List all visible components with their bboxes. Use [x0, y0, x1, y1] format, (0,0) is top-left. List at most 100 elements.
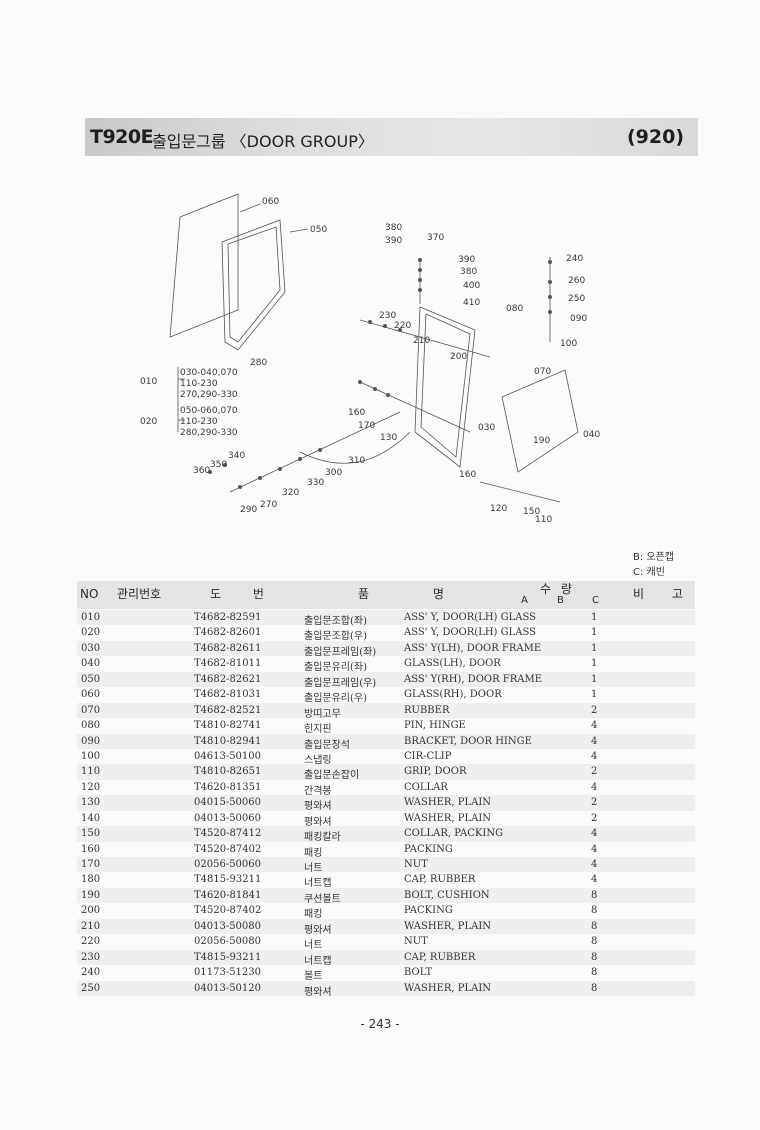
door-frame-left	[221, 219, 286, 351]
quantity: 4	[591, 781, 598, 793]
callout: 030	[478, 423, 495, 433]
part-name-en: GRIP, DOOR	[404, 766, 467, 778]
callout: 370	[427, 233, 444, 243]
callout: 190	[533, 436, 550, 446]
part-no: 230	[81, 951, 101, 963]
callout: 090	[570, 314, 587, 324]
header-bar	[85, 118, 698, 156]
legend-c: C: 캐빈	[633, 567, 665, 578]
drawing-number: 04015-50060	[194, 797, 262, 809]
col-header-name: 품 명	[358, 587, 444, 601]
part-name-kr: 출입문조합(좌)	[304, 616, 368, 627]
quantity: 1	[591, 658, 598, 670]
callout: 210	[413, 336, 430, 346]
callout: 150	[523, 507, 540, 517]
callout: 280	[250, 358, 267, 368]
part-name-kr: 너트캡	[304, 955, 332, 967]
part-no: 070	[81, 704, 101, 716]
door-frame-center	[414, 306, 476, 468]
assembly-item: 280,290-330	[180, 428, 238, 438]
part-name-en: COLLAR, PACKING	[404, 828, 504, 840]
part-name-kr: 너트	[304, 863, 323, 874]
quantity: 8	[591, 889, 598, 901]
part-no: 010	[81, 612, 101, 623]
col-header-b: B	[557, 595, 564, 606]
part-name-kr: 출입문프레임(우)	[304, 677, 377, 689]
callout: 040	[583, 430, 600, 440]
drawing-number: 02056-50080	[194, 936, 262, 948]
part-name-en: PIN, HINGE	[404, 720, 466, 732]
part-no: 040	[81, 658, 101, 670]
quantity: 2	[591, 766, 598, 778]
quantity: 4	[591, 735, 598, 747]
drawing-number: T4810-82941	[194, 735, 262, 747]
callout: 290	[240, 505, 257, 515]
quantity: 4	[591, 859, 598, 870]
part-name-en: BOLT	[404, 967, 433, 979]
part-name-en: WASHER, PLAIN	[404, 920, 492, 932]
part-no: 030	[81, 642, 101, 654]
part-name-kr: 출입문손잡이	[304, 770, 360, 782]
part-name-en: BRACKET, DOOR HINGE	[404, 735, 532, 747]
drawing-number: T4520-87402	[194, 843, 262, 855]
glass-panel-right	[501, 369, 579, 473]
part-no: 190	[81, 889, 101, 901]
group-code: (920)	[626, 126, 684, 148]
part-name-en: GLASS(LH), DOOR	[404, 658, 501, 670]
callout: 200	[450, 352, 467, 362]
callout: 260	[568, 276, 585, 286]
callout: 110	[535, 515, 552, 525]
callout: 250	[568, 294, 585, 304]
drawing-number: 02056-50060	[194, 859, 262, 870]
part-no: 130	[81, 797, 101, 809]
part-no: 050	[81, 673, 101, 685]
callout: 230	[379, 311, 396, 321]
drawing-number: T4810-82741	[194, 720, 262, 732]
part-no: 210	[81, 920, 101, 932]
part-name-kr: 출입문장석	[304, 739, 350, 751]
col-header-mgmt: 관리번호	[117, 587, 162, 601]
quantity: 4	[591, 843, 598, 855]
drawing-number: T4682-82601	[194, 627, 262, 639]
part-name-kr: 출입문조합(우)	[304, 631, 368, 643]
part-no: 100	[81, 750, 101, 762]
part-name-en: CAP, RUBBER	[404, 874, 476, 886]
part-no: 120	[81, 781, 101, 793]
callout: 100	[560, 339, 577, 349]
exploded-diagram: 060 050 380 390 370 390 380 400 410 080 …	[140, 193, 600, 525]
quantity: 2	[591, 797, 598, 809]
part-name-en: COLLAR	[404, 781, 448, 793]
callout: 390	[458, 255, 475, 265]
callout: 410	[463, 298, 480, 308]
legend-b: B: 오픈캡	[633, 552, 675, 563]
callout: 080	[506, 304, 523, 314]
part-name-en: ASS' Y, DOOR(LH) GLASS	[404, 612, 537, 623]
assembly-label: 010	[140, 377, 157, 387]
quantity: 1	[591, 627, 598, 639]
part-name-kr: 평와셔	[304, 801, 332, 813]
part-name-kr: 패킹칼라	[304, 832, 341, 844]
drawing-number: T4815-93211	[194, 951, 262, 963]
callout: 380	[385, 223, 402, 233]
quantity: 4	[591, 874, 598, 886]
quantity: 1	[591, 689, 598, 701]
part-name-kr: 평와셔	[304, 816, 332, 828]
col-header-qty: 수 량	[540, 582, 572, 596]
quantity: 4	[591, 720, 598, 732]
glass-panel-left	[169, 193, 239, 338]
part-no: 170	[81, 859, 101, 870]
part-no: 110	[81, 766, 101, 778]
callout: 380	[460, 267, 477, 277]
drawing-number: T4620-81841	[194, 889, 262, 901]
col-header-drawing: 도 번	[210, 587, 264, 601]
assembly-item: 030-040,070	[180, 368, 238, 378]
callout: 160	[348, 408, 365, 418]
